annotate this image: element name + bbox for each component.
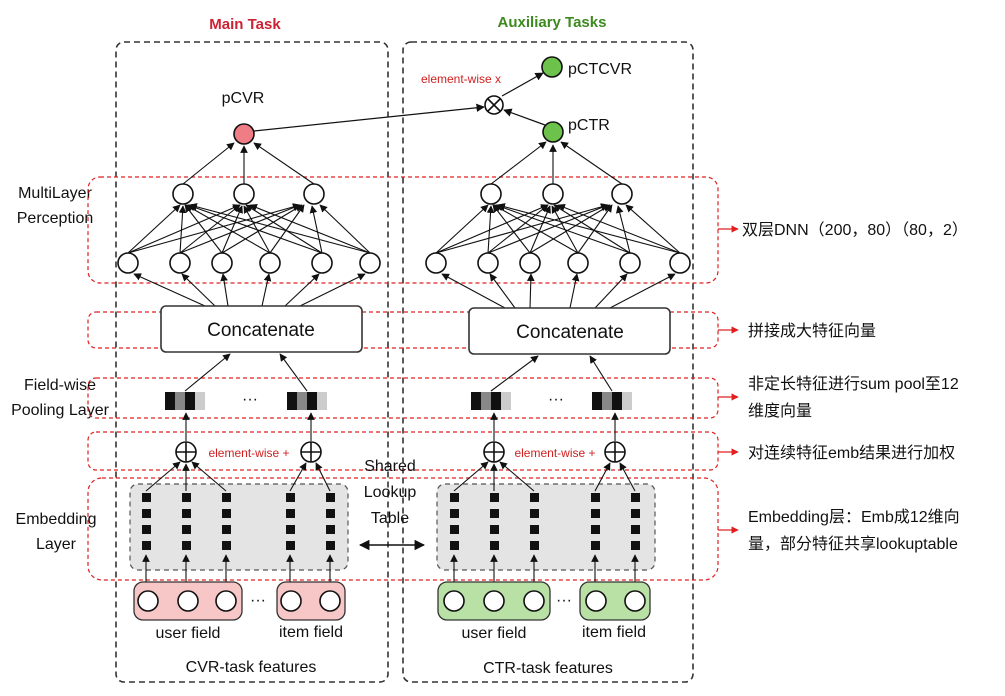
main-concat-to-mlp-edges [133,273,366,307]
main-mlp-nodes [117,183,381,274]
annotation-dnn: 双层DNN（200，80）（80，2） [742,221,968,239]
aux-user-field-nodes [443,590,545,612]
aux-mlp-edges [435,141,681,254]
annotation-pooling-line2: 维度向量 [748,402,812,420]
multiply-to-pctcvr-edge [501,72,544,97]
pctcvr-label: pCTCVR [568,61,632,78]
cvr-task-features-label: CVR-task features [186,659,317,676]
shared-lookup-line2: Lookup [364,484,417,501]
mlp-label-line2: Perception [17,210,94,227]
main-mlp-edges [127,142,371,254]
pctr-node [542,121,564,143]
annotation-pooling-line1: 非定长特征进行sum pool至12 [748,375,959,393]
main-element-wise-plus-label: element-wise + [208,446,289,460]
main-plus-to-pool-edges [182,412,315,441]
main-pool-to-concat-edges [184,353,308,392]
pcvr-to-multiply-edge [253,103,485,132]
pcvr-node [233,123,255,145]
aux-user-field-label: user field [462,625,527,642]
annotation-embedding-line2: 量，部分特征共享lookuptable [748,535,958,553]
aux-plus-to-pool-edges [490,412,619,441]
annotation-weight: 对连续特征emb结果进行加权 [748,444,955,462]
pctr-label: pCTR [568,117,610,134]
main-pooling-ellipsis: ··· [242,391,258,408]
main-user-field-nodes [137,590,237,612]
main-concatenate-box [160,305,363,353]
annotation-band-pooling [87,377,719,419]
main-lookup-region [129,483,349,571]
annotation-concat: 拼接成大特征向量 [748,322,876,340]
aux-pooling-ellipsis: ··· [548,391,564,408]
pooling-label-line2: Pooling Layer [11,402,110,419]
auxiliary-task-panel [402,41,694,683]
aux-mlp-nodes [425,183,691,274]
aux-concatenate-box [468,307,671,355]
pcvr-label: pCVR [222,90,265,107]
annotation-band-weight [87,431,719,471]
aux-pool-to-concat-edges [490,355,613,392]
main-plus-operator-left [175,441,197,463]
shared-lookup-line1: Shared [364,458,416,475]
main-task-title: Main Task [209,16,281,33]
main-pooled-vectors [165,392,327,410]
element-wise-x-label: element-wise x [421,72,501,86]
aux-field-ellipsis: ··· [556,592,572,609]
multiply-operator [484,95,504,115]
aux-element-wise-plus-label: element-wise + [514,446,595,460]
aux-embedding-columns [450,493,640,550]
aux-lookup-region [436,483,656,571]
embedding-label-line1: Embedding [16,511,97,528]
main-item-field-label: item field [279,624,343,641]
annotation-band-embedding [87,477,719,581]
embedding-label-line2: Layer [36,536,77,553]
main-task-panel [115,41,389,683]
annotation-band-mlp [87,176,719,284]
aux-concat-to-mlp-edges [441,273,676,309]
main-concatenate-label: Concatenate [207,320,315,341]
main-user-field-label: user field [156,625,221,642]
aux-concatenate-label: Concatenate [516,322,624,343]
ctr-task-features-label: CTR-task features [483,660,613,677]
main-plus-operator-right [300,441,322,463]
pooling-label-line1: Field-wise [24,377,96,394]
mlp-label-line1: MultiLayer [18,185,92,202]
auxiliary-tasks-title: Auxiliary Tasks [498,14,607,31]
aux-item-field-nodes [585,590,646,612]
main-embedding-columns [142,493,335,550]
pctr-to-multiply-edge [503,108,546,126]
pctcvr-node [541,56,563,78]
annotation-embedding-line1: Embedding层：Emb成12维向 [748,508,960,526]
aux-embedding-to-plus-edges [450,461,639,586]
aux-item-field-label: item field [582,624,646,641]
main-item-field-nodes [280,590,341,612]
shared-lookup-line3: Table [371,510,409,527]
aux-plus-operator-left [483,441,505,463]
aux-pooled-vectors [471,392,632,410]
main-embedding-to-plus-edges [142,461,334,586]
aux-plus-operator-right [604,441,626,463]
main-field-ellipsis: ··· [250,592,266,609]
annotation-band-concat [87,311,719,349]
